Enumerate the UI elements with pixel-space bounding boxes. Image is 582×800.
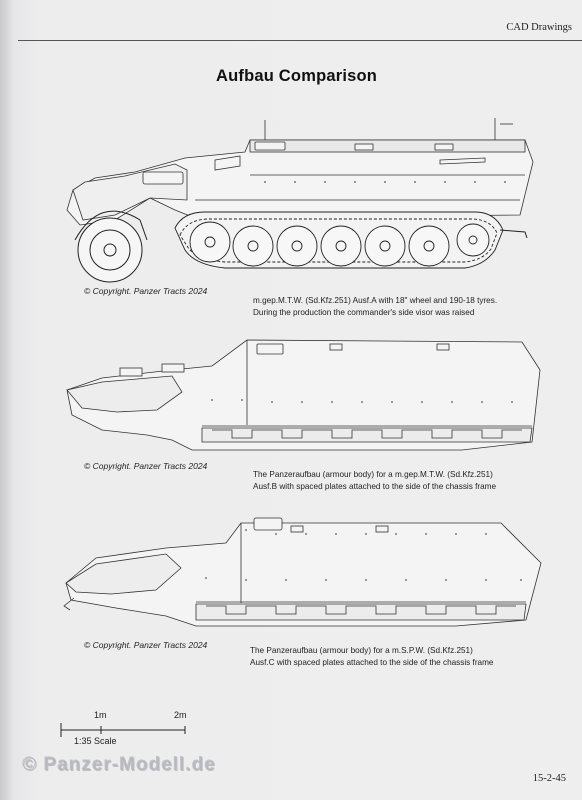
caption-2-line-1: The Panzeraufbau (armour body) for a m.g… bbox=[253, 470, 493, 479]
page-title: Aufbau Comparison bbox=[216, 67, 378, 85]
scale-mark-1m: 1m bbox=[94, 710, 107, 720]
scale-ruler bbox=[60, 723, 186, 737]
caption-3-line-1: The Panzeraufbau (armour body) for a m.S… bbox=[250, 646, 473, 655]
caption-1: m.gep.M.T.W. (Sd.Kfz.251) Ausf.A with 18… bbox=[253, 295, 497, 319]
caption-2: The Panzeraufbau (armour body) for a m.g… bbox=[253, 469, 496, 493]
drawing-ausf-c-body bbox=[63, 517, 542, 627]
caption-3-line-2: Ausf.C with spaced plates attached to th… bbox=[250, 658, 494, 667]
copyright-2: © Copyright. Panzer Tracts 2024 bbox=[84, 461, 208, 471]
drawing-ausf-b-body bbox=[66, 339, 541, 451]
header-rule bbox=[18, 40, 582, 41]
caption-2-line-2: Ausf.B with spaced plates attached to th… bbox=[253, 482, 497, 491]
scale-bar: 1m 2m 1:35 Scale bbox=[60, 708, 220, 748]
caption-1-line-2: During the production the commander's si… bbox=[253, 308, 475, 317]
drawing-ausf-a-halftrack bbox=[66, 118, 534, 283]
watermark: © Panzer-Modell.de bbox=[22, 754, 216, 775]
section-header: CAD Drawings bbox=[506, 22, 572, 33]
caption-1-line-1: m.gep.M.T.W. (Sd.Kfz.251) Ausf.A with 18… bbox=[253, 296, 498, 305]
caption-3: The Panzeraufbau (armour body) for a m.S… bbox=[250, 645, 493, 669]
copyright-1: © Copyright. Panzer Tracts 2024 bbox=[84, 286, 208, 296]
copyright-3: © Copyright. Panzer Tracts 2024 bbox=[84, 640, 208, 650]
scale-mark-2m: 2m bbox=[174, 710, 187, 720]
page-number: 15-2-45 bbox=[532, 773, 566, 784]
scale-label: 1:35 Scale bbox=[74, 736, 117, 746]
